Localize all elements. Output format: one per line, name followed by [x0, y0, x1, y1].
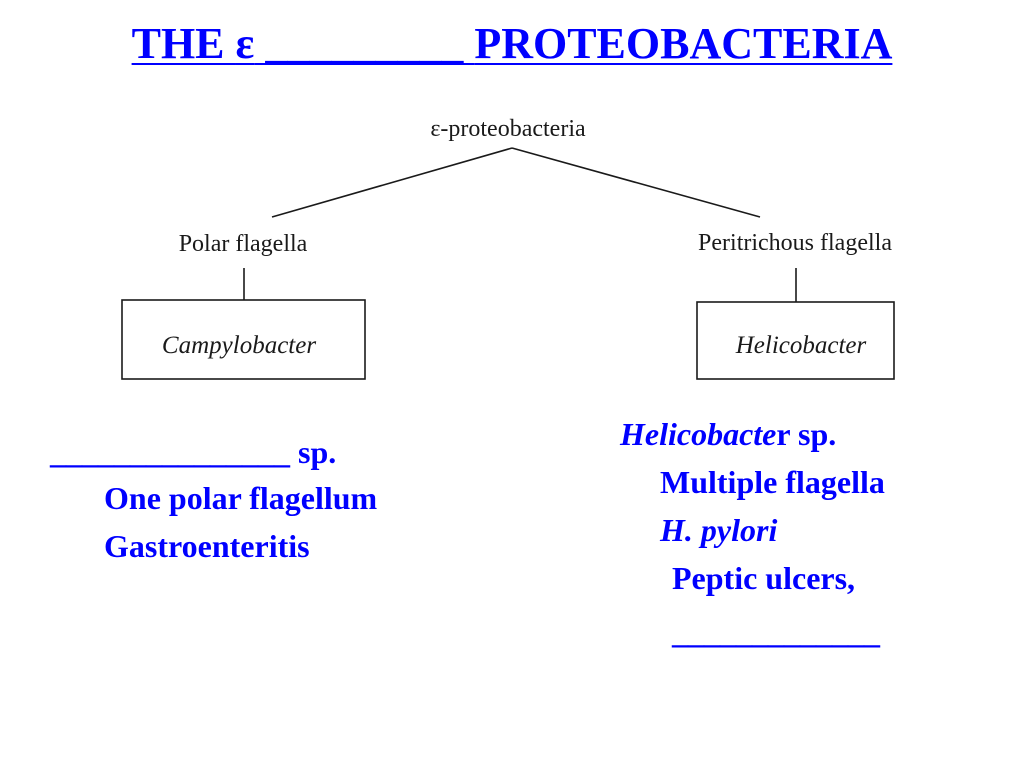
helicobacter-box [696, 301, 895, 380]
campylobacter-box [121, 299, 366, 380]
slide-title: THE ε _________ PROTEOBACTERIA [0, 18, 1024, 69]
tree-edge-right [511, 147, 761, 218]
tree-left-branch-label: Polar flagella [179, 231, 308, 257]
classification-tree: ε-proteobacteria Polar flagella Peritric… [121, 116, 895, 380]
left-sp-suffix: sp. [290, 434, 337, 470]
tree-right-branch-label: Peritrichous flagella [698, 230, 892, 256]
left-note-flagellum: One polar flagellum [104, 480, 378, 516]
title-epsilon-symbol: ε [235, 19, 255, 68]
tree-edge-left [271, 147, 513, 218]
tree-root-label: ε-proteobacteria [430, 116, 586, 142]
campylobacter-label: Campylobacter [162, 332, 316, 359]
title-proteobacteria: PROTEOBACTERIA [474, 19, 893, 68]
right-note-line-sp: Helicobacter sp. [620, 414, 836, 454]
right-genus-rest: r sp. [776, 416, 837, 452]
left-note-disease: Gastroenteritis [104, 528, 310, 564]
right-note-disease: Peptic ulcers, [672, 560, 856, 596]
right-note-flagella: Multiple flagella [660, 464, 885, 500]
left-note-line-sp: _______________ sp. [50, 432, 336, 472]
title-blank: _________ [254, 19, 475, 68]
helicobacter-label: Helicobacter [735, 332, 867, 359]
left-species-blank: _______________ [50, 434, 290, 470]
title-the: THE [131, 19, 236, 68]
right-note-species: H. pylori [660, 510, 777, 550]
right-genus-italic: Helicobacte [620, 416, 777, 452]
right-note-blank: _____________ [672, 614, 880, 650]
right-species-italic: H. pylori [660, 512, 778, 548]
